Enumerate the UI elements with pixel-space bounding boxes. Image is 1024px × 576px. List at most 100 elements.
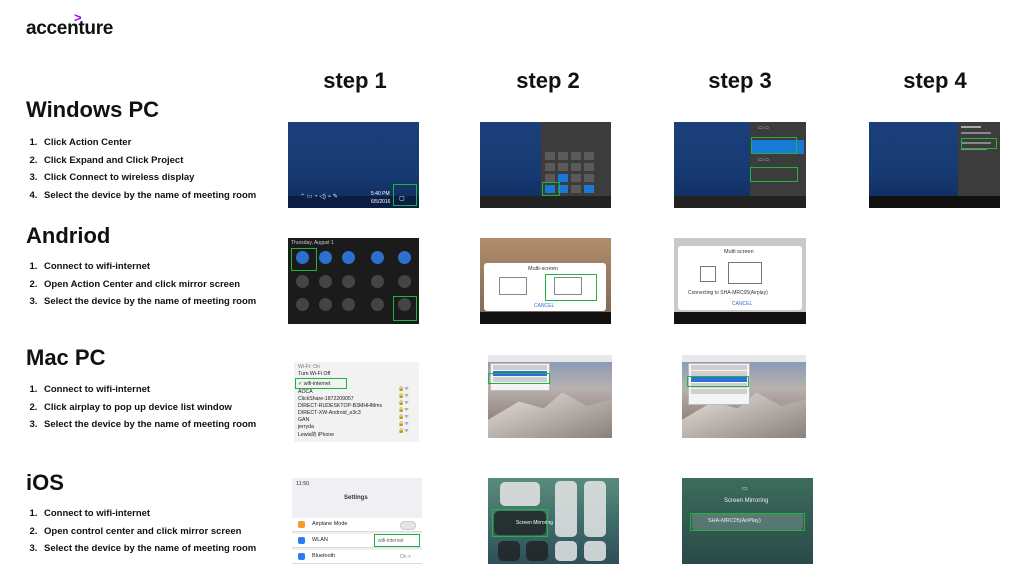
android-step: Open Action Center and click mirror scre… xyxy=(40,276,256,294)
wifi-network-item[interactable]: Lewis的 iPhone xyxy=(298,432,335,438)
flashlight-button[interactable] xyxy=(498,541,520,561)
windows-steps: Click Action Center Click Expand and Cli… xyxy=(22,134,256,204)
windows-title: Windows PC xyxy=(26,97,160,122)
volume-slider[interactable] xyxy=(584,481,606,537)
android-navbar xyxy=(674,312,806,324)
highlight-box xyxy=(374,534,420,547)
ios-status-time: 11:50 xyxy=(296,481,310,487)
wifi-status: Wi-Fi: On xyxy=(298,364,320,370)
highlight-box xyxy=(687,376,749,387)
taskbar xyxy=(480,196,611,208)
airplay-device-menu xyxy=(688,363,750,405)
highlight-box xyxy=(751,137,797,154)
brand-name: accenture xyxy=(26,18,114,39)
highlight-box xyxy=(291,248,317,271)
bluetooth-row[interactable]: Bluetooth On > xyxy=(292,550,422,564)
bluetooth-value: On > xyxy=(400,554,411,560)
highlight-box xyxy=(750,167,798,182)
windows-step: Click Connect to wireless display xyxy=(40,169,256,187)
project-option: ▭ ▭ xyxy=(758,125,769,131)
android-steps: Connect to wifi-internet Open Action Cen… xyxy=(22,258,256,311)
ios-step: Select the device by the name of meeting… xyxy=(40,540,256,558)
ios-step3-screenshot: ▭ Screen Mirroring SHA-MRC05(AirPlay) xyxy=(682,478,813,564)
action-center-pane xyxy=(541,122,611,208)
android-step1-screenshot: Thursday, August 1 xyxy=(288,238,419,324)
step-header-3: step 3 xyxy=(708,68,772,93)
wifi-signal-icons: 🔒ᯤ🔒ᯤ🔒ᯤ🔒ᯤ🔒ᯤ🔒ᯤ🔒ᯤ xyxy=(398,386,409,434)
highlight-box xyxy=(295,378,347,389)
wifi-network-item[interactable]: jerryda xyxy=(298,424,314,430)
ios-step1-screenshot: 11:50 Settings Airplane Mode WLAN wifi-i… xyxy=(292,478,422,564)
mirror-label: Screen Mirroring xyxy=(516,520,553,526)
windows-step: Select the device by the name of meeting… xyxy=(40,187,256,205)
accenture-mark: > xyxy=(74,10,82,25)
device-list-pane xyxy=(958,122,1000,208)
settings-title: Settings xyxy=(344,495,368,501)
mac-menu-bar xyxy=(682,355,806,362)
mirroring-title: Screen Mirroring xyxy=(724,498,769,504)
wifi-network-item[interactable]: AOCA xyxy=(298,389,313,395)
mac-step: Select the device by the name of meeting… xyxy=(40,416,256,434)
android-step: Select the device by the name of meeting… xyxy=(40,293,256,311)
wlan-value: wifi-internet xyxy=(378,538,404,544)
mac-title: Mac PC xyxy=(26,345,106,370)
wifi-network-item[interactable]: DIRECT-XW-Android_e3c3 xyxy=(298,410,361,416)
row-label: WLAN xyxy=(312,537,328,543)
highlight-box xyxy=(492,509,548,537)
accenture-logo: > accenture xyxy=(26,10,114,40)
ios-step2-screenshot: Screen Mirroring xyxy=(488,478,619,564)
wifi-network-item[interactable]: GAN xyxy=(298,417,310,423)
windows-step1-screenshot: ⌃ ▭ ◔ ◁) ⌁ ✎ 5:40 PM 6/5/2016 ▢ xyxy=(288,122,419,208)
project-pane: ▭ ▭ ▭ ▭ xyxy=(750,122,806,208)
airplane-mode-row[interactable]: Airplane Mode xyxy=(292,518,422,532)
cancel-button[interactable]: CANCEL xyxy=(534,303,555,309)
clock-date: 6/5/2016 xyxy=(371,199,391,205)
brightness-slider[interactable] xyxy=(555,481,577,537)
turn-wifi-off[interactable]: Turn Wi-Fi Off xyxy=(298,371,331,377)
highlight-box xyxy=(488,373,550,384)
highlight-box xyxy=(690,513,805,531)
wifi-network-item[interactable]: ClickShare-1872209057 xyxy=(298,396,354,402)
multiscreen-dialog: Multi screen Connecting to SHA-MRC05(Air… xyxy=(678,246,802,310)
connecting-status: Connecting to SHA-MRC05(Airplay) xyxy=(688,290,768,296)
airplay-icon: ▭ xyxy=(742,486,748,492)
highlight-box xyxy=(393,184,417,206)
ios-step: Connect to wifi-internet xyxy=(40,505,256,523)
project-option: ▭ ▭ xyxy=(758,157,769,163)
wifi-network-item[interactable]: ✓ wifi-internet xyxy=(298,381,331,387)
calculator-button[interactable] xyxy=(526,541,548,561)
highlight-box xyxy=(542,182,560,196)
wifi-network-item[interactable]: DIRECT-RUDESKTOP-B3MHHMms xyxy=(298,403,383,409)
wifi-network-name: wifi-internet xyxy=(303,381,331,387)
taskbar xyxy=(288,196,419,208)
windows-step2-screenshot xyxy=(480,122,611,208)
wallet-button[interactable] xyxy=(584,541,606,561)
cancel-button[interactable]: CANCEL xyxy=(732,301,753,307)
android-title: Andriod xyxy=(26,223,111,248)
windows-step: Click Expand and Click Project xyxy=(40,152,256,170)
mac-step2-screenshot xyxy=(488,355,612,438)
airplane-toggle[interactable] xyxy=(400,521,416,530)
device-row[interactable]: SHA-MRC05(AirPlay) xyxy=(692,513,803,530)
row-label: Bluetooth xyxy=(312,553,336,559)
mac-step1-screenshot: Wi-Fi: On Turn Wi-Fi Off ✓ wifi-internet… xyxy=(294,362,419,442)
device-name: SHA-MRC05(AirPlay) xyxy=(708,518,761,524)
step-header-1: step 1 xyxy=(323,68,387,93)
dialog-title: Multi screen xyxy=(724,249,754,255)
camera-button[interactable] xyxy=(555,541,577,561)
mac-steps: Connect to wifi-internet Click airplay t… xyxy=(22,381,256,434)
mac-step: Click airplay to pop up device list wind… xyxy=(40,399,256,417)
mac-step3-screenshot xyxy=(682,355,806,438)
windows-step4-screenshot xyxy=(869,122,1000,208)
android-step2-screenshot: Multi-screen CANCEL xyxy=(480,238,611,324)
android-step3-screenshot: Multi screen Connecting to SHA-MRC05(Air… xyxy=(674,238,806,324)
screen-mirroring-button[interactable]: Screen Mirroring xyxy=(494,511,553,535)
mac-menu-bar xyxy=(488,355,612,362)
android-step: Connect to wifi-internet xyxy=(40,258,256,276)
mac-step: Connect to wifi-internet xyxy=(40,381,256,399)
step-header-2: step 2 xyxy=(516,68,580,93)
ios-title: iOS xyxy=(26,470,64,495)
connectivity-block[interactable] xyxy=(500,482,540,506)
wlan-row[interactable]: WLAN wifi-internet xyxy=(292,534,422,548)
tray-icons: ⌃ ▭ ◔ ◁) ⌁ ✎ xyxy=(300,194,338,200)
